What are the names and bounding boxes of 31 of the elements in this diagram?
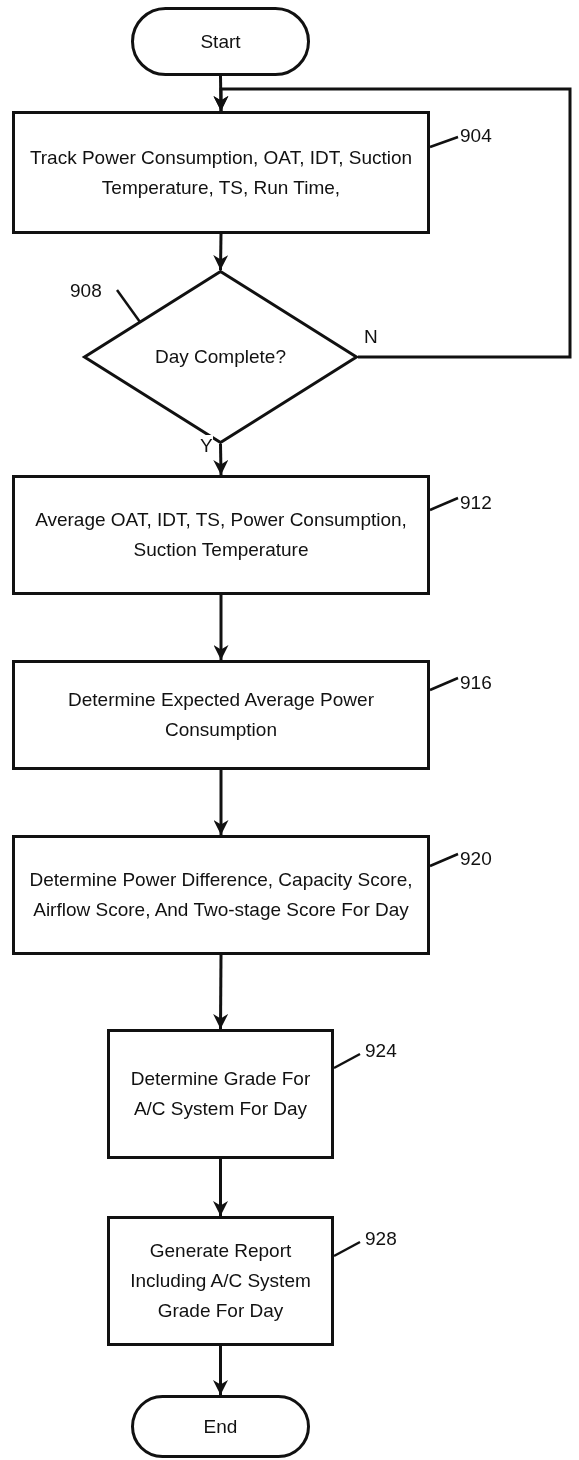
process-box (12, 111, 430, 234)
process-box (12, 835, 430, 955)
process-box (12, 475, 430, 595)
arrow (213, 87, 572, 359)
step-text: Generate Report Including A/C System Grade For Day (129, 1239, 312, 1323)
arrow (213, 1159, 228, 1216)
arrow (213, 1346, 228, 1395)
arrow (213, 75, 229, 112)
reference-numeral: 924 (365, 1040, 397, 1062)
process-box (12, 660, 430, 770)
arrow (213, 443, 229, 476)
process-box (107, 1216, 334, 1346)
step-text: Determine Grade For A/C System For Day (129, 1067, 312, 1121)
step-text: Average OAT, IDT, TS, Power Consumption, Suction Temperature (34, 508, 408, 562)
step-text: Determine Expected Average Power Consumption (67, 688, 375, 742)
step-text: Start (199, 29, 242, 54)
step-text: Day Complete? (154, 345, 287, 369)
reference-numeral: 904 (460, 125, 492, 147)
reference-numeral: 928 (365, 1228, 397, 1250)
reference-numeral: 920 (460, 848, 492, 870)
reference-numeral: 908 (70, 280, 102, 302)
step-text: Track Power Consumption, OAT, IDT, Suction Temperature, TS, Run Time, (28, 145, 414, 200)
step-text: Determine Power Difference, Capacity Score, Airflow Score, And Two-stage Score For Day (28, 868, 414, 922)
arrow (213, 770, 229, 835)
arrow (213, 595, 229, 660)
reference-numeral: 916 (460, 672, 492, 694)
reference-numeral: 912 (460, 492, 492, 514)
arrow (213, 955, 229, 1029)
arrow (213, 233, 229, 271)
process-box (107, 1029, 334, 1159)
step-text: End (202, 1414, 239, 1439)
